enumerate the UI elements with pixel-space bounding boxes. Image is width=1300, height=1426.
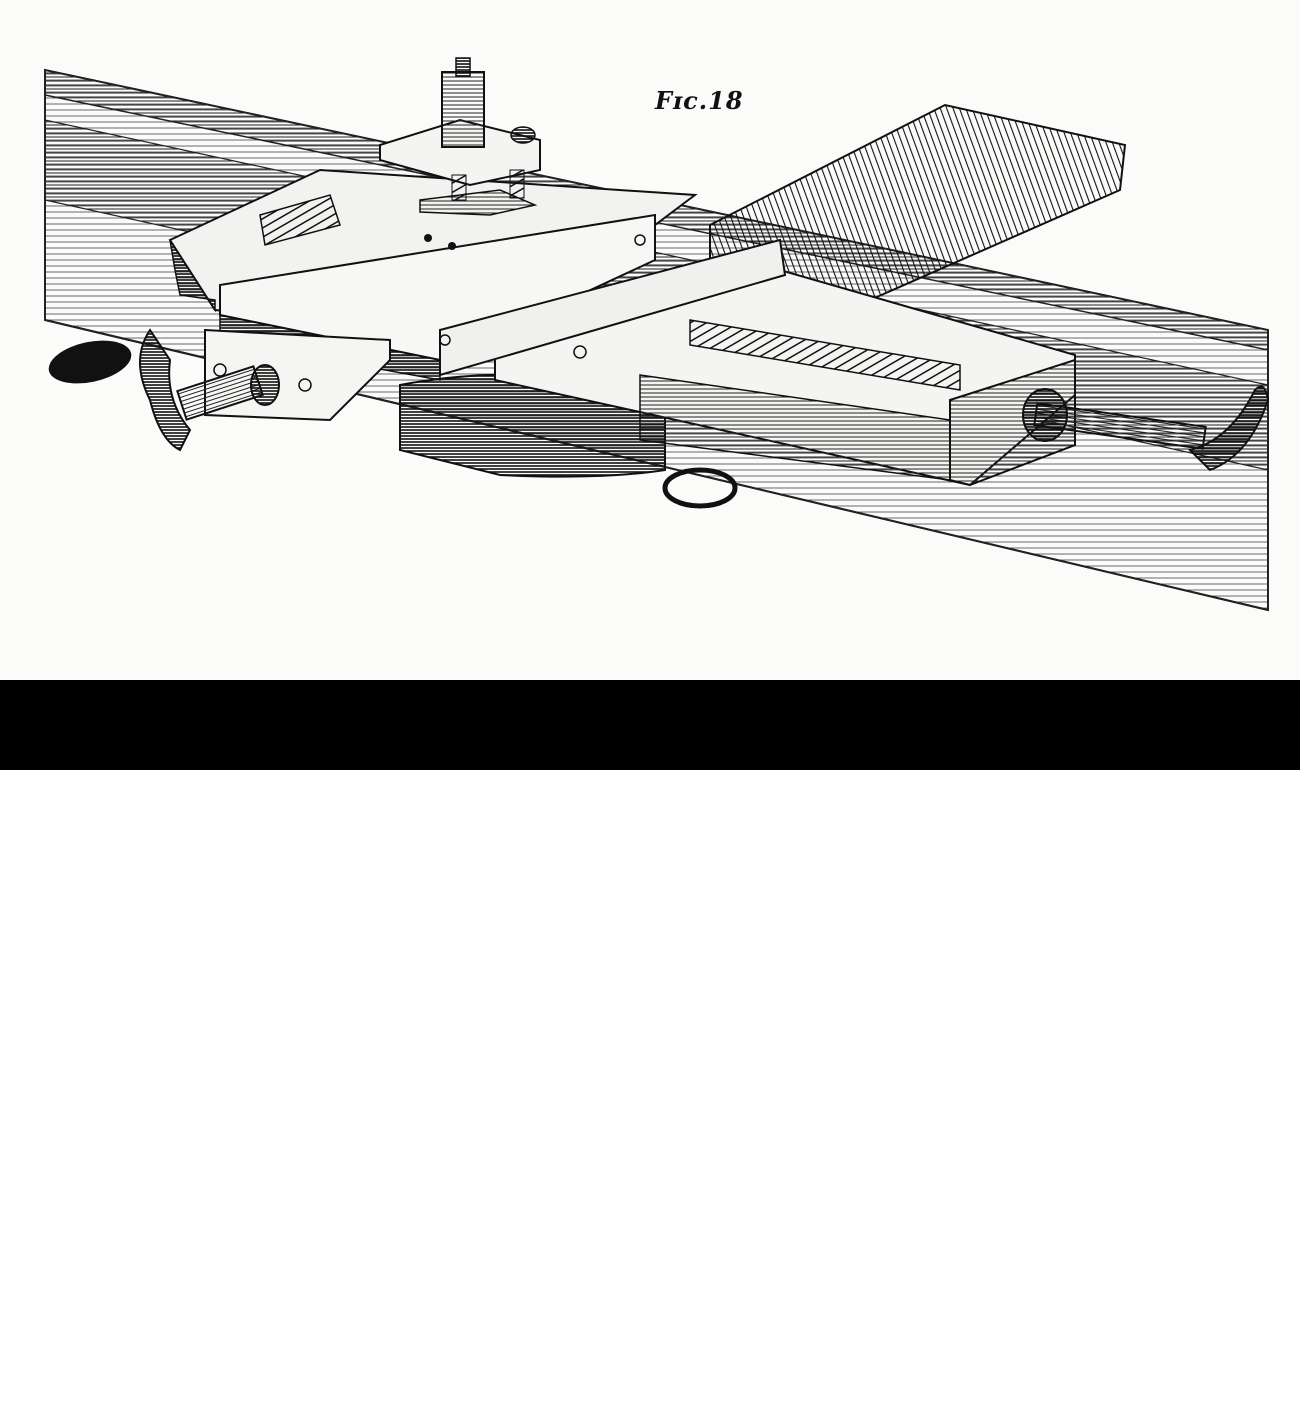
- brand-logo: alamy: [48, 1372, 193, 1423]
- tool-clamp: [379, 57, 541, 216]
- figure-label: Fɪc.18: [655, 86, 744, 115]
- engraving-illustration: Fɪc.18: [0, 0, 1300, 680]
- image-id-label: 2WPK0YC: [1164, 1380, 1260, 1400]
- lathe-slide-rest-engraving: [44, 57, 1270, 612]
- watermark-footer: alamy 2WPK0YC www.alamy.com: [0, 680, 1300, 1426]
- site-url-label: www.alamy.com: [1099, 1406, 1260, 1426]
- right-feed-handle: [1022, 385, 1270, 472]
- left-feed-assembly: [48, 328, 391, 452]
- top-slide: [168, 168, 787, 381]
